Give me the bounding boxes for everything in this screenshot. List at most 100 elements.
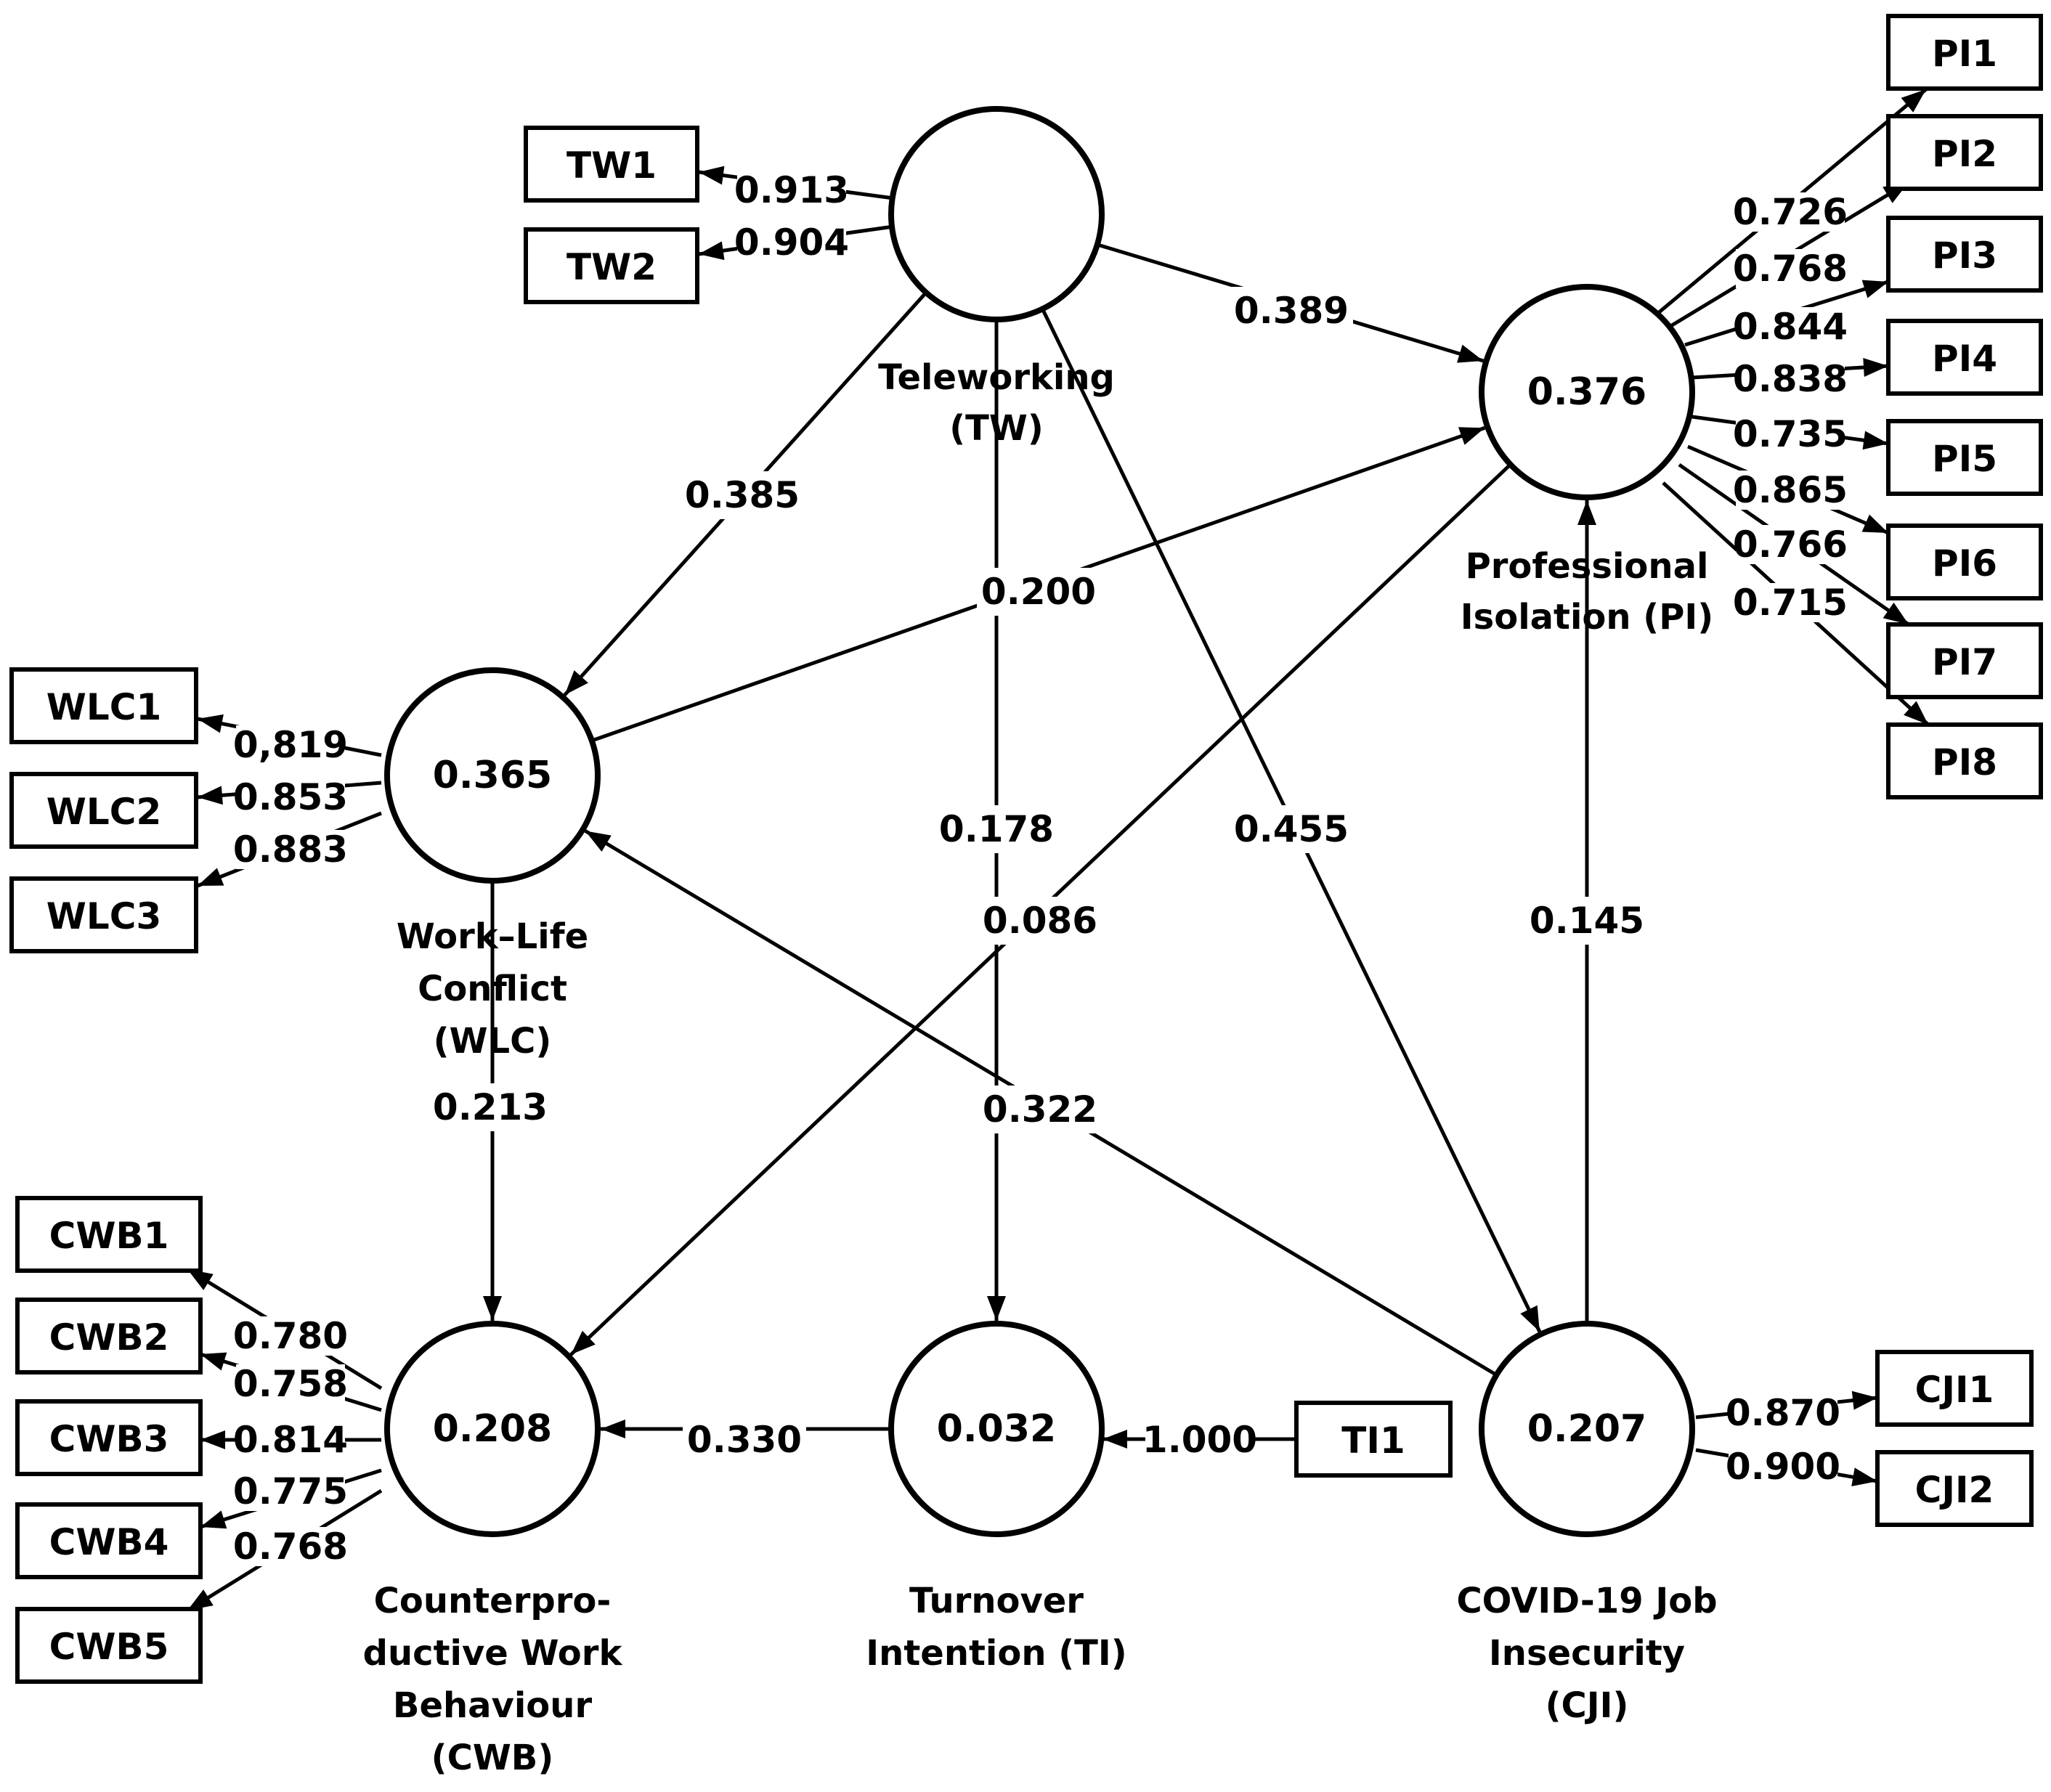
indicator-label-cji2: CJI2 xyxy=(1915,1469,1994,1511)
indicator-box-wlc2 xyxy=(9,772,198,849)
indicator-label-wlc2: WLC2 xyxy=(46,791,162,833)
path-coefficient-tw-pi-bg xyxy=(1230,287,1353,335)
construct-pi xyxy=(1479,284,1695,500)
outer-loading-pi4: 0.838 xyxy=(1733,358,1848,400)
outer-loading-wlc3: 0.883 xyxy=(233,828,348,871)
arrowhead-cwb5 xyxy=(187,1589,214,1610)
indicator-label-tw2: TW2 xyxy=(566,246,657,288)
indicator-label-pi5: PI5 xyxy=(1932,438,1997,480)
outer-loading-cji2-bg xyxy=(1729,1447,1837,1486)
path-coefficient-tw-cji: 0.455 xyxy=(1234,808,1349,850)
construct-name-pi-line-1: Professional xyxy=(1466,546,1709,587)
indicator-box-cji2 xyxy=(1875,1450,2034,1527)
construct-name-tw-line-2: (TW) xyxy=(949,408,1044,449)
arrowhead-wlc1 xyxy=(198,714,224,733)
indicator-label-cwb4: CWB4 xyxy=(49,1521,169,1563)
arrowhead-wlc3 xyxy=(198,868,224,886)
outer-loading-pi2: 0.768 xyxy=(1733,248,1848,290)
indicator-label-wlc1: WLC1 xyxy=(46,686,162,728)
arrowhead-tw-to-pi xyxy=(1457,344,1484,363)
indicator-box-wlc1 xyxy=(9,667,198,744)
r-squared-cwb: 0.208 xyxy=(433,1407,552,1451)
indicator-label-cji1: CJI1 xyxy=(1915,1369,1994,1411)
r-squared-pi: 0.376 xyxy=(1527,370,1646,414)
indicator-box-pi2 xyxy=(1886,114,2043,191)
outer-loading-pi3: 0.844 xyxy=(1733,306,1848,348)
path-coefficient-cji-pi: 0.145 xyxy=(1530,900,1644,942)
outer-loading-tw2-bg xyxy=(737,223,846,262)
outer-loading-pi6-bg xyxy=(1736,471,1845,510)
r-squared-cji: 0.207 xyxy=(1527,1407,1646,1451)
arrowhead-tw2 xyxy=(699,241,725,261)
construct-name-ti-line-2: Intention (TI) xyxy=(866,1633,1126,1674)
arrowhead-cji1 xyxy=(1851,1390,1877,1410)
indicator-label-pi1: PI1 xyxy=(1932,33,1997,75)
indicator-box-pi5 xyxy=(1886,419,2043,496)
construct-name-wlc-line-3: (WLC) xyxy=(434,1021,552,1062)
arrowhead-wlc-to-pi xyxy=(1458,427,1485,445)
construct-name-cwb-line-2: ductive Work xyxy=(363,1633,623,1674)
indicator-box-cwb4 xyxy=(15,1502,203,1579)
indicator-box-pi8 xyxy=(1886,722,2043,799)
outer-loading-ti1: 1.000 xyxy=(1142,1419,1257,1461)
arrowhead-pi-to-cwb xyxy=(571,1330,596,1355)
construct-name-pi-line-2: Isolation (PI) xyxy=(1461,597,1713,638)
path-coefficient-wlc-pi: 0.200 xyxy=(981,571,1096,613)
construct-name-wlc-line-2: Conflict xyxy=(418,969,567,1009)
indicator-label-cwb3: CWB3 xyxy=(49,1418,169,1460)
path-coefficient-pi-cwb-bg xyxy=(978,897,1102,945)
outer-loading-cwb5-bg xyxy=(236,1527,345,1566)
outer-loading-cwb3: 0.814 xyxy=(233,1419,348,1461)
indicator-box-cwb5 xyxy=(15,1607,203,1684)
outer-loading-pi7-bg xyxy=(1736,525,1845,564)
outer-loading-cji1-bg xyxy=(1729,1393,1837,1433)
construct-name-wlc-line-1: Work–Life xyxy=(397,916,588,957)
outer-loading-cwb1: 0.780 xyxy=(233,1315,348,1357)
construct-name-cji-line-3: (CJI) xyxy=(1546,1685,1629,1726)
r-squared-wlc: 0.365 xyxy=(433,754,552,797)
outer-loading-pi8-bg xyxy=(1736,583,1845,622)
outer-loading-cwb1-bg xyxy=(236,1316,345,1356)
outer-loading-tw1-bg xyxy=(737,171,846,210)
outer-loading-pi1: 0.726 xyxy=(1733,191,1848,233)
arrowhead-pi4 xyxy=(1863,358,1888,377)
path-coefficient-tw-cji-bg xyxy=(1230,805,1353,853)
outer-loading-tw2: 0.904 xyxy=(734,221,849,264)
arrowhead-cwb3 xyxy=(200,1430,225,1449)
path-coefficient-tw-wlc: 0.385 xyxy=(685,474,800,516)
arrowhead-pi3 xyxy=(1861,280,1888,298)
path-coefficient-tw-pi: 0.389 xyxy=(1234,290,1349,332)
outer-loading-cwb4: 0.775 xyxy=(233,1470,348,1512)
outer-loading-cji2: 0.900 xyxy=(1726,1446,1840,1488)
indicator-box-cwb1 xyxy=(15,1196,203,1273)
outer-loading-ti1-bg xyxy=(1145,1420,1254,1459)
outer-loading-wlc2: 0.853 xyxy=(233,776,348,818)
arrowhead-pi8 xyxy=(1904,701,1928,725)
path-coefficient-ti-cwb: 0.330 xyxy=(687,1419,802,1461)
path-coefficient-tw-ti: 0.178 xyxy=(939,808,1054,850)
arrowhead-pi6 xyxy=(1861,514,1888,533)
indicator-box-pi6 xyxy=(1886,524,2043,600)
outer-loading-pi1-bg xyxy=(1736,192,1845,232)
construct-name-ti-line-1: Turnover xyxy=(909,1581,1084,1621)
path-coefficient-tw-wlc-bg xyxy=(681,471,804,519)
outer-loading-cwb2-bg xyxy=(236,1364,345,1404)
indicator-label-cwb5: CWB5 xyxy=(49,1626,169,1668)
path-coefficient-tw-ti-bg xyxy=(935,805,1058,853)
outer-loading-tw1: 0.913 xyxy=(734,169,849,211)
arrowhead-pi1 xyxy=(1901,89,1926,113)
outer-loading-cwb2: 0.758 xyxy=(233,1363,348,1405)
outer-loading-pi8: 0.715 xyxy=(1733,582,1848,624)
outer-loading-pi4-bg xyxy=(1736,359,1845,399)
arrowhead-ti1 xyxy=(1102,1430,1127,1449)
indicator-label-ti1: TI1 xyxy=(1341,1420,1405,1462)
path-coefficient-pi-cwb: 0.086 xyxy=(983,900,1097,942)
indicator-label-wlc3: WLC3 xyxy=(46,895,162,937)
arrowhead-cji-to-wlc xyxy=(585,831,612,852)
outer-loading-cji1: 0.870 xyxy=(1726,1392,1840,1434)
construct-cji xyxy=(1479,1321,1695,1537)
arrowhead-pi7 xyxy=(1883,602,1909,624)
outer-loading-pi5: 0.735 xyxy=(1733,413,1848,455)
